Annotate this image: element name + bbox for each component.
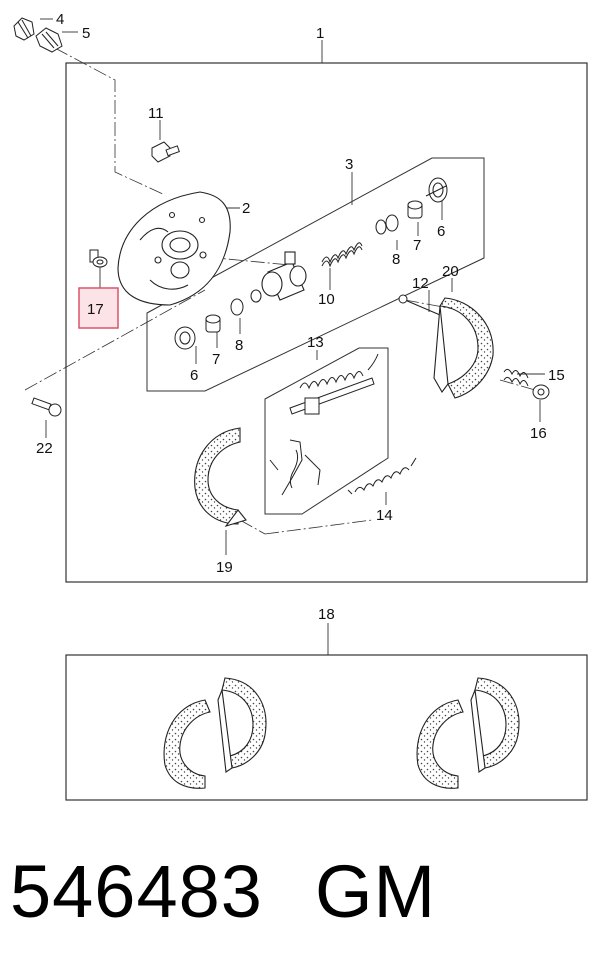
kit-shoe-left-b-icon: [217, 677, 267, 773]
callout-18: 18: [318, 606, 335, 623]
bleeder-screw-icon: [35, 27, 63, 53]
brand-text: GM: [314, 850, 437, 933]
piston-7-upper-icon: [407, 200, 423, 219]
callout-2: 2: [242, 200, 250, 217]
callout-6-lower: 6: [190, 367, 198, 384]
spring-10-icon: [321, 242, 363, 268]
cup-8-lower-icon: [230, 289, 262, 316]
callout-17: 17: [87, 301, 104, 318]
cap-16-icon: [532, 384, 550, 400]
callout-8-lower: 8: [235, 337, 243, 354]
piston-7-lower-icon: [205, 314, 221, 333]
callout-6-upper: 6: [437, 223, 445, 240]
spring-15-icon: [503, 368, 529, 387]
callout-14: 14: [376, 507, 393, 524]
callout-12: 12: [412, 275, 429, 292]
wheel-cylinder-icon: [261, 251, 307, 301]
spring-13-icon: [299, 353, 379, 390]
cup-8-upper-icon: [375, 214, 399, 235]
lever-icon: [269, 439, 321, 496]
callout-16: 16: [530, 425, 547, 442]
shoe-19-icon: [194, 427, 247, 528]
part-number-text: 546483: [10, 850, 263, 933]
strut-icon: [289, 377, 375, 415]
boot-6-lower-icon: [174, 326, 196, 350]
callout-10: 10: [318, 291, 335, 308]
callout-20: 20: [442, 263, 459, 280]
callout-22: 22: [36, 440, 53, 457]
highlight-box-17: [78, 287, 119, 329]
main-assembly-frame: [65, 62, 588, 583]
kit-shoe-right-b-icon: [470, 677, 520, 773]
spring-group-outline: [264, 347, 389, 515]
callout-5: 5: [82, 25, 90, 42]
callout-19: 19: [216, 559, 233, 576]
kit-shoe-left-a-icon: [163, 699, 211, 789]
kit-shoe-right-a-icon: [416, 699, 464, 789]
cylinder-group-outline: [146, 157, 485, 392]
callout-1: 1: [316, 25, 324, 42]
callout-7-upper: 7: [413, 237, 421, 254]
stud-17-icon: [89, 249, 108, 268]
bolt-11-icon: [151, 141, 180, 163]
shoe-20-icon: [433, 297, 494, 399]
callout-11: 11: [148, 105, 164, 122]
spring-14-icon: [347, 457, 417, 495]
callout-4: 4: [56, 11, 64, 28]
boot-6-upper-icon: [425, 177, 448, 203]
leader-lines: [40, 18, 545, 655]
bolt-22-icon: [31, 397, 62, 417]
callout-15: 15: [548, 367, 565, 384]
callout-13: 13: [307, 334, 324, 351]
callout-3: 3: [345, 156, 353, 173]
bleeder-cap-icon: [13, 17, 35, 41]
shoe-kit-frame: [65, 654, 588, 801]
pin-12-icon: [398, 294, 441, 316]
callout-7-lower: 7: [212, 351, 220, 368]
backing-plate-icon: [117, 191, 231, 306]
callout-8-upper: 8: [392, 251, 400, 268]
